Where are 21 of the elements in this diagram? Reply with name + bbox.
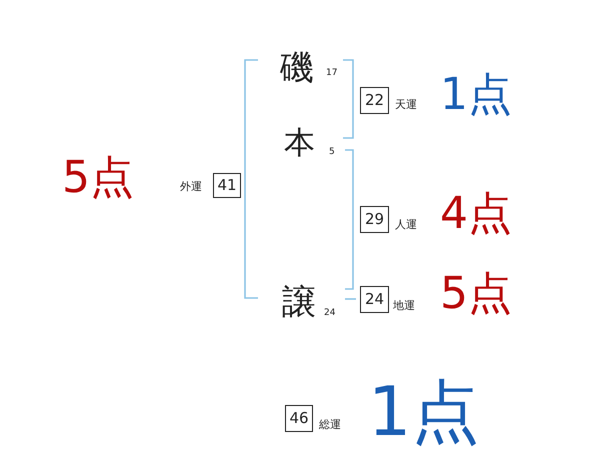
stroke-count: 5 bbox=[329, 148, 335, 156]
score-text: 1点 bbox=[368, 379, 480, 447]
stroke-count: 24 bbox=[324, 308, 336, 318]
fortune-label: 外運 bbox=[180, 180, 202, 192]
number-box: 41 bbox=[213, 173, 241, 198]
name-character: 本 bbox=[284, 128, 315, 158]
fortune-label: 総運 bbox=[319, 418, 341, 430]
number-box: 29 bbox=[360, 206, 389, 233]
fortune-label: 天運 bbox=[395, 98, 417, 110]
score-text: 4点 bbox=[440, 192, 512, 236]
score-text: 5点 bbox=[62, 156, 134, 200]
fortune-label: 地運 bbox=[393, 300, 415, 310]
fortune-label: 人運 bbox=[395, 218, 417, 230]
number-box: 24 bbox=[360, 286, 389, 313]
score-text: 5点 bbox=[440, 272, 512, 316]
name-character: 譲 bbox=[282, 285, 316, 319]
number-box: 46 bbox=[285, 405, 313, 432]
number-box: 22 bbox=[360, 87, 389, 114]
stroke-count: 17 bbox=[326, 68, 338, 78]
score-text: 1点 bbox=[440, 73, 512, 117]
name-character: 磯 bbox=[280, 51, 314, 85]
